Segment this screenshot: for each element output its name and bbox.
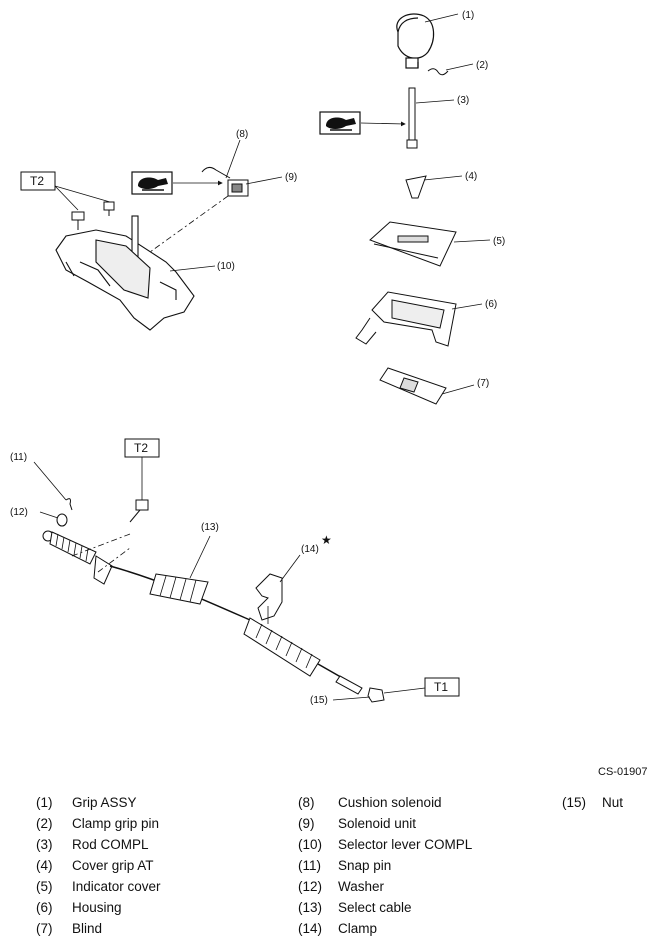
washer-part [56,513,68,527]
legend-name: Select cable [338,900,412,915]
torque-label-t2: T2 [30,174,44,188]
callout-11: (11) [10,452,27,463]
housing-part [355,291,457,347]
callout-8: (8) [236,129,248,140]
callout-9: (9) [285,172,297,183]
legend-name: Snap pin [338,858,392,873]
legend-name: Solenoid unit [338,816,417,831]
clamp-part [255,573,283,621]
callout-13: (13) [201,522,219,533]
legend-number: (8) [298,795,315,810]
bolt-icon [71,201,115,230]
callout-2: (2) [476,60,488,71]
legend-number: (15) [562,795,587,810]
rod-compl-part [406,87,418,149]
legend-name: Grip ASSY [72,795,137,810]
legend-name: Clamp grip pin [72,816,160,831]
snap-pin-part [65,498,73,511]
legend-number: (6) [36,900,53,915]
torque-label-t1: T1 [434,680,448,694]
nut-part [367,687,385,703]
legend-number: (10) [298,837,323,852]
legend-name: Washer [338,879,385,894]
cushion-solenoid-part [201,166,231,179]
legend-number: (7) [36,921,53,936]
callout-4: (4) [465,171,477,182]
legend-name: Cushion solenoid [338,795,442,810]
legend-name: Indicator cover [72,879,161,894]
callout-6: (6) [485,299,497,310]
exploded-parts-diagram: (1) (2) (3) (4) (5) (6) (7) [10,10,505,706]
select-cable-part [42,530,363,695]
legend-number: (5) [36,879,53,894]
solenoid-unit-part [227,179,249,197]
blind-part [379,367,447,405]
grip-assy-part [396,13,435,69]
callout-14: (14) [301,544,319,555]
cover-grip-at-part [405,175,427,199]
torque-label-t2: T2 [134,441,148,455]
callout-1: (1) [462,10,474,21]
legend-name: Nut [602,795,624,810]
indicator-cover-part [369,221,457,267]
callout-7: (7) [477,378,489,389]
grease-icon [131,171,173,195]
legend-name: Blind [72,921,103,936]
callout-3: (3) [457,95,469,106]
legend-number: (12) [298,879,323,894]
legend-name: Cover grip AT [72,858,154,873]
legend-number: (9) [298,816,315,831]
legend-name: Selector lever COMPL [338,837,473,852]
legend-name: Clamp [338,921,378,936]
legend-number: (2) [36,816,53,831]
legend-name: Housing [72,900,122,915]
bolt-icon [129,499,149,523]
legend-name: Rod COMPL [72,837,149,852]
callout-5: (5) [493,236,505,247]
callout-10: (10) [217,261,235,272]
star-icon: ★ [321,533,332,547]
grease-icon [319,111,361,135]
legend-number: (4) [36,858,53,873]
legend-number: (13) [298,900,323,915]
legend-number: (11) [298,858,322,873]
callout-15: (15) [310,695,328,706]
figure-id: CS-01907 [598,766,648,778]
legend-number: (14) [298,921,323,936]
callout-12: (12) [10,507,28,518]
selector-lever-compl-part [55,215,195,331]
legend-number: (3) [36,837,53,852]
legend-number: (1) [36,795,53,810]
clamp-grip-pin-part [427,68,449,76]
